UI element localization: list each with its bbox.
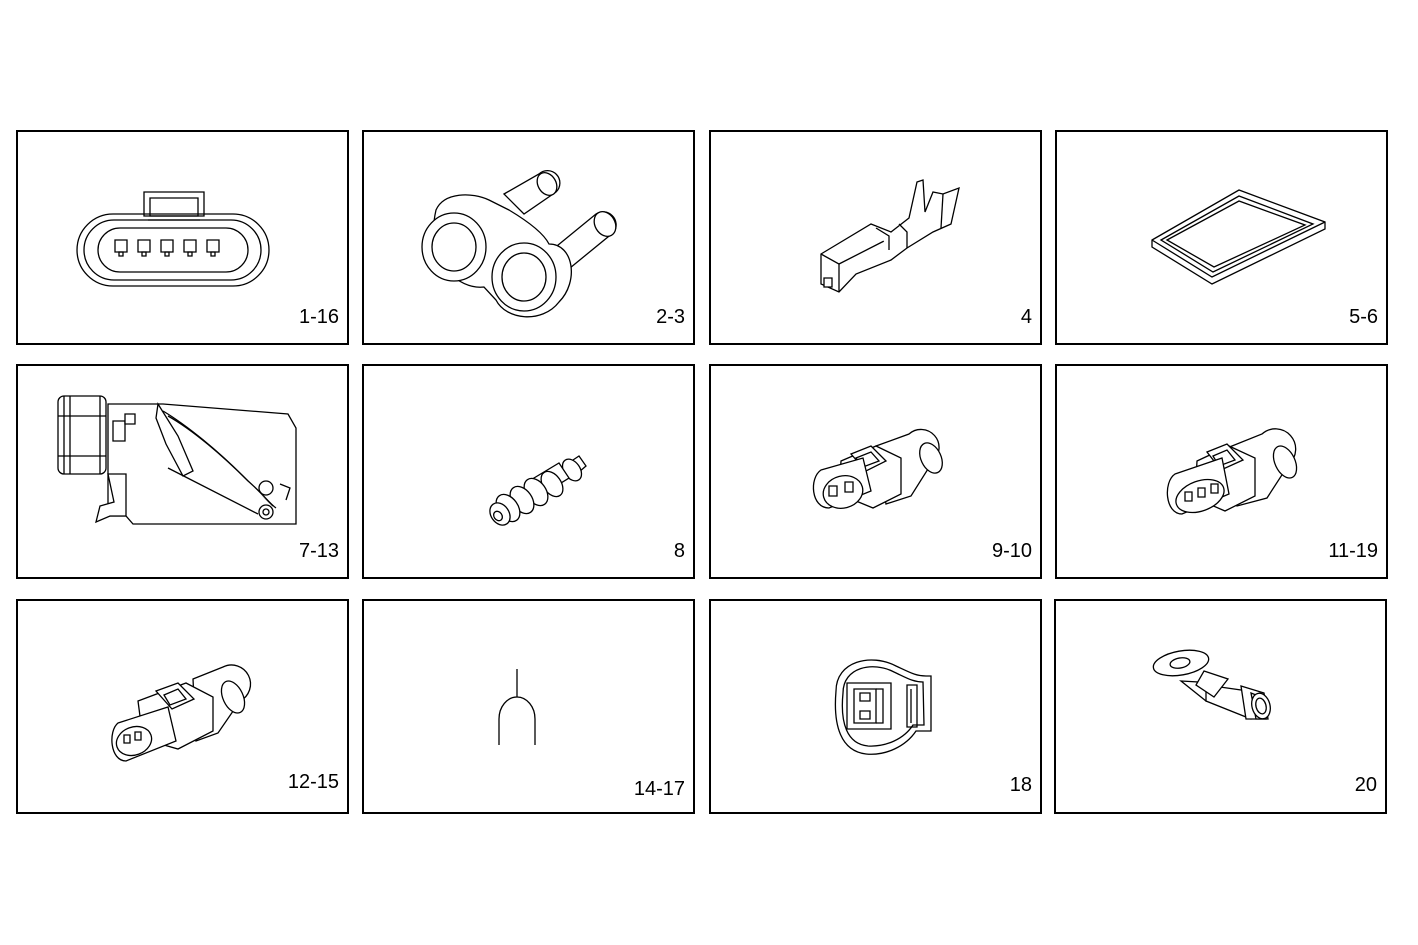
three-way-connector-icon <box>1057 366 1386 577</box>
ring-terminal-icon <box>1056 601 1385 812</box>
part-number-label: 11-19 <box>1328 540 1378 562</box>
part-tile-4[interactable]: 4 <box>709 130 1042 345</box>
part-number-label: 14-17 <box>633 778 685 800</box>
part-number-label: 12-15 <box>287 771 339 793</box>
part-number-label: 8 <box>673 540 685 562</box>
five-pin-connector-face-icon <box>18 132 347 343</box>
wire-seal-icon <box>364 366 693 577</box>
two-way-connector-icon <box>711 366 1040 577</box>
part-tile-5-6[interactable]: 5-6 <box>1055 130 1388 345</box>
gasket-icon <box>1057 132 1386 343</box>
part-tile-18[interactable]: 18 <box>709 599 1042 814</box>
part-tile-11-19[interactable]: 11-19 <box>1055 364 1388 579</box>
part-tile-14-17[interactable]: 14-17 <box>362 599 695 814</box>
part-tile-2-3[interactable]: 2-3 <box>362 130 695 345</box>
part-number-label: 18 <box>1009 774 1032 796</box>
part-tile-7-13[interactable]: 7-13 <box>16 364 349 579</box>
part-number-label: 2-3 <box>656 306 685 328</box>
two-pin-connector-face-icon <box>711 601 1040 812</box>
part-tile-20[interactable]: 20 <box>1054 599 1387 814</box>
part-tile-8[interactable]: 8 <box>362 364 695 579</box>
crimp-terminal-icon <box>711 132 1040 343</box>
terminal-pin-icon <box>364 601 693 812</box>
part-tile-1-16[interactable]: 1-16 <box>16 130 349 345</box>
part-number-label: 1-16 <box>298 306 339 328</box>
part-tile-12-15[interactable]: 12-15 <box>16 599 349 814</box>
part-number-label: 9-10 <box>991 540 1032 562</box>
part-number-label: 4 <box>1020 306 1032 328</box>
connector-housing-cutaway-icon <box>18 366 347 577</box>
double-seal-boot-icon <box>364 132 693 343</box>
part-number-label: 20 <box>1354 774 1377 796</box>
part-tile-9-10[interactable]: 9-10 <box>709 364 1042 579</box>
two-way-connector-small-icon <box>18 601 347 812</box>
part-number-label: 5-6 <box>1349 306 1378 328</box>
part-number-label: 7-13 <box>298 540 339 562</box>
